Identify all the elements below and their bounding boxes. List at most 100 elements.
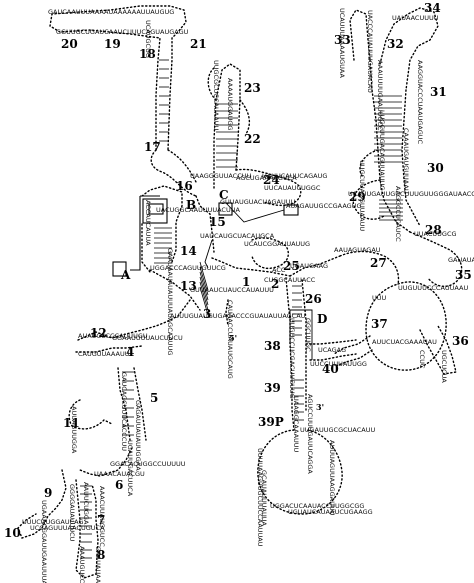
backbone-strand (77, 299, 191, 341)
helix-number: 40 (322, 362, 339, 376)
helix-number: 25 (283, 259, 300, 273)
helix-number: 13 (180, 279, 197, 293)
helix-number: 3 (203, 307, 211, 321)
helix-number: 24 (263, 173, 280, 187)
sequence-fragment: CAAAUGAUGUUAAU (402, 128, 410, 194)
backbone-strand (305, 339, 357, 361)
region-b-box-inner (148, 203, 164, 215)
helix-number: 34 (424, 1, 441, 15)
sequence-fragment: UUUCUUGGAUCAG (22, 518, 84, 526)
base-pair (199, 266, 209, 296)
sequence-fragment: UGCUCUA (440, 350, 448, 383)
sequence-fragment: UCAGAG (318, 346, 346, 354)
backbone-strand (235, 168, 302, 207)
backbone-strand (419, 325, 457, 375)
helix-number: 1 (242, 275, 250, 289)
helix-number: 11 (63, 416, 80, 430)
sequence-fragment: CCUC (418, 350, 426, 369)
helix-number: 2 (271, 277, 279, 291)
backbone-strand (49, 5, 187, 151)
sequence-fragment: CAUGUUAAAUU (78, 350, 130, 358)
helix-number: 20 (61, 37, 78, 51)
sequence-fragment: GUUAAUCUAUCCAUAUUU (190, 286, 274, 294)
sequence-fragment: UAAGGCAAAUUU (292, 396, 300, 453)
sequence-fragment: UUCCUUUAUUGG (310, 360, 367, 368)
backbone-strand (349, 9, 371, 61)
sequence-fragment: UGAUUGACUUCA (126, 440, 134, 497)
sequence-fragment: AAUUCUGGA (82, 482, 90, 525)
helix-number: 28 (425, 223, 442, 237)
base-pair (199, 286, 209, 316)
helix-number: 38 (264, 339, 281, 353)
sequence-fragment: UUUUAAGUUGCUUCCAAUUAU (256, 448, 264, 547)
helix-number: 27 (370, 256, 387, 270)
region-letter: A (120, 268, 131, 282)
sequence-fragment: UUCAUAUCUGGC (264, 184, 321, 192)
sequence-fragment: UAUAACUUUU (392, 14, 439, 22)
backbone-strand (211, 257, 291, 327)
sequence-fragment: UCAUCGGAUUAUUG (244, 240, 310, 248)
backbone-strand (352, 149, 385, 220)
sequence-fragment: AAUAGUAGAU (334, 246, 381, 254)
sequence-fragment: UUGCUUGACAGUUAUUG (378, 110, 386, 190)
sequence-fragment: AAGGUACCCUAAUGAGUC (416, 60, 424, 144)
sequence-fragment: UAUUCAUUCAGAUG (262, 172, 327, 180)
helix-number: 6 (115, 478, 123, 492)
five-prime-end: 5' (229, 333, 237, 343)
backbone-strand (141, 223, 151, 273)
backbone-strand (149, 269, 201, 311)
helix-number: 18 (139, 47, 156, 61)
backbone-strand (141, 185, 183, 263)
sequence-fragment: AAGGCCUCAUCC (394, 186, 402, 242)
backbone-strand (409, 231, 463, 288)
helix-number: 5 (150, 391, 158, 405)
three-prime-end: 3' (316, 402, 324, 412)
helix-number: 26 (305, 292, 322, 306)
backbone-strand (257, 429, 343, 515)
backbone-strand (150, 149, 197, 197)
region-c-connector (225, 202, 285, 223)
backbone-strand (251, 237, 290, 270)
sequence-fragment: UCCAGUUUAACUGUCA (30, 524, 105, 532)
sequence-fragment: UGAAACGGAUUGAAUUUA (40, 500, 48, 583)
base-pair (199, 281, 209, 311)
sequence-fragment: UAAACAUACGU (94, 470, 145, 478)
sequence-fragment: ACC (272, 266, 286, 274)
sequence-fragment: UCAUUGAUUGUCUUUGUUGGGAUAACC (348, 190, 474, 198)
sequence-fragment: UUACUUGCG (414, 230, 457, 238)
sequence-fragment: AAAAUGGAUGG (226, 78, 234, 130)
backbone-strand (75, 479, 99, 579)
backbone-strand (117, 367, 147, 441)
sequence-fragment: UACUGGCAAUUUUACUUA (156, 206, 240, 214)
helix-number: 8 (97, 548, 105, 562)
region-boxes (112, 195, 313, 360)
sequence-fragment: AAACUUAUGGUCC (98, 486, 106, 547)
sequence-fragment: AUUAGUUGGA (70, 406, 78, 454)
sequence-fragment: UUU (372, 294, 387, 302)
region-letter: C (219, 188, 229, 202)
sequence-fragment: AUUUAGUUAAGGAUUU (328, 440, 336, 516)
backbone-strand (195, 195, 215, 253)
helix-number: 10 (4, 526, 21, 540)
sequence-fragment: UAAGGGUUACCUU (190, 172, 252, 180)
sequence-fragment: GAGAUUAUAUUGGAA (134, 400, 142, 471)
backbone-strand (68, 399, 113, 430)
helix-number: 36 (452, 334, 469, 348)
helix-number: 23 (244, 81, 261, 95)
helix-number: 35 (455, 268, 472, 282)
sequence-fragment: UGAUGAAG (290, 262, 328, 270)
sequence-fragment: GGACACUGGCCUUUUU (110, 460, 186, 468)
sequence-fragment: AGUCCUUUGAUUCAGGA (306, 394, 314, 474)
helix-number: 16 (176, 179, 193, 193)
helix-number: 39 (264, 381, 281, 395)
helix-number: 30 (427, 161, 444, 175)
sequence-fragment: UCAUGCUG (144, 20, 152, 58)
backbone-strand (369, 59, 411, 233)
sequence-fragment: UUGCGCUCCAUAAUU (212, 60, 220, 131)
backbone-strand (333, 335, 373, 367)
helix-number: 15 (209, 215, 226, 229)
sequence-fragment: GAUCAGCUUUCACCCUU (120, 372, 128, 451)
sequence-fragment: GAUAUACCGUUUCAUA (448, 256, 474, 264)
